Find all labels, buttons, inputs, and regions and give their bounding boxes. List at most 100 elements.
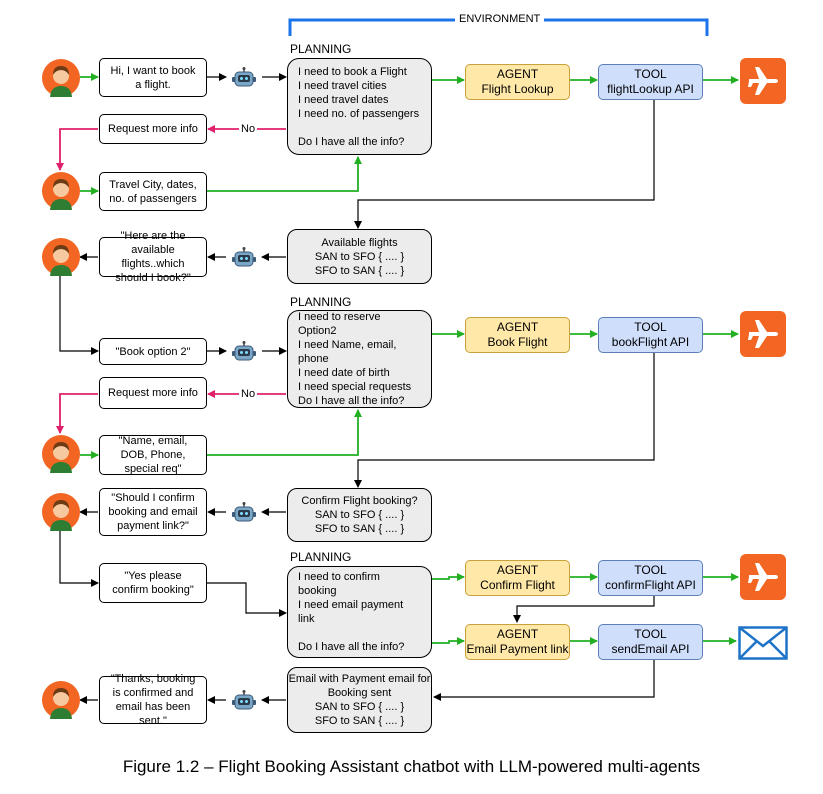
arrow-planning3-to-agent4 — [432, 637, 465, 645]
arrow-planning3-to-agent3 — [432, 573, 465, 581]
info-2-line: Confirm Flight booking? — [301, 495, 418, 507]
environment-label: ENVIRONMENT — [455, 13, 545, 25]
planning-box-1: I need to book a Flight I need travel ci… — [287, 58, 432, 155]
arrow-msg2-to-planning1 — [206, 156, 362, 192]
info-box-3: Email with Payment email for Booking sen… — [287, 667, 432, 733]
planning-1-line: I need no. of passengers — [298, 107, 420, 120]
arrow-user5-to-msg5 — [59, 531, 99, 587]
tool-label: TOOL — [634, 67, 667, 81]
planning-2-line: I need date of birth — [298, 367, 390, 379]
tool-confirm-flight-api: TOOL confirmFlight API — [598, 560, 703, 596]
robot-icon — [232, 67, 256, 87]
tool-name: flightLookup API — [607, 82, 694, 96]
tool-book-flight-api: TOOL bookFlight API — [598, 317, 703, 353]
no-label-2: No — [239, 388, 258, 400]
user-message-5-text: "Yes please confirm booking" — [112, 570, 194, 596]
arrow-tool4-to-info3 — [433, 658, 655, 701]
planning-label-2: PLANNING — [290, 295, 352, 309]
info-3-line: Email with Payment email for — [288, 673, 431, 685]
planning-3-line: I need email payment link — [298, 599, 404, 625]
planning-label-3: PLANNING — [290, 550, 352, 564]
airplane-icon — [740, 554, 786, 600]
tool-send-email-api: TOOL sendEmail API — [598, 624, 703, 660]
robot-icon — [232, 690, 256, 710]
info-2-line: SFO to SAN { .... } — [314, 523, 405, 535]
tool-name: bookFlight API — [611, 335, 690, 349]
agent-name: Book Flight — [487, 335, 548, 349]
agent-name: Confirm Flight — [480, 578, 555, 592]
email-icon — [738, 626, 788, 660]
info-box-2: Confirm Flight booking? SAN to SFO { ...… — [287, 488, 432, 542]
info-3-line: SAN to SFO { .... } — [314, 701, 405, 713]
arrow-tool3-to-agent4 — [513, 594, 655, 623]
user-avatar-icon — [42, 435, 80, 473]
user-message-1-text: Hi, I want to book a flight. — [110, 64, 196, 91]
info-box-1: Available flights SAN to SFO { .... } SF… — [287, 229, 432, 284]
planning-1-question: Do I have all the info? — [298, 135, 405, 148]
tool-label: TOOL — [634, 563, 667, 577]
airplane-icon — [740, 311, 786, 357]
arrow-user3-to-msg3 — [59, 276, 99, 355]
agent-label: AGENT — [496, 627, 539, 641]
bot-message-1: "Here are the available flights..which s… — [99, 230, 207, 284]
tool-name: sendEmail API — [611, 642, 690, 656]
planning-2-line: I need special requests — [298, 381, 412, 393]
planning-1-line: I need travel cities — [298, 79, 387, 92]
bot-message-3-text: "Thanks, booking is confirmed and email … — [110, 673, 196, 727]
planning-2-line: I need to reserve Option2 — [298, 311, 381, 337]
request-more-info-2-text: Request more info — [108, 387, 198, 399]
agent-flight-lookup: AGENT Flight Lookup — [465, 64, 570, 100]
airplane-icon — [740, 58, 786, 104]
arrow-tool2-to-info2 — [354, 351, 655, 488]
bot-message-2-text: "Should I confirm booking and email paym… — [108, 492, 198, 532]
agent-email-payment-link: AGENT Email Payment link — [465, 624, 570, 660]
agent-label: AGENT — [496, 563, 539, 577]
agent-name: Email Payment link — [466, 642, 569, 656]
info-3-line: SFO to SAN { .... } — [314, 715, 405, 727]
request-more-info-1-text: Request more info — [108, 123, 198, 135]
info-3-line: Booking sent — [327, 687, 392, 699]
planning-1-line: I need travel dates — [298, 93, 389, 106]
tool-label: TOOL — [634, 320, 667, 334]
user-avatar-icon — [42, 493, 80, 531]
planning-label-1: PLANNING — [290, 42, 352, 56]
user-message-5: "Yes please confirm booking" — [99, 563, 207, 603]
arrow-request2-to-user4 — [56, 393, 98, 434]
arrow-msg4-to-planning2 — [206, 409, 362, 456]
robot-icon — [232, 502, 256, 522]
bot-message-1-text: "Here are the available flights..which s… — [115, 230, 191, 284]
info-1-line: SAN to SFO { .... } — [314, 250, 405, 263]
planning-1-line: I need to book a Flight — [298, 65, 407, 78]
bot-message-2: "Should I confirm booking and email paym… — [99, 488, 207, 536]
user-message-3-text: "Book option 2" — [115, 345, 191, 358]
info-1-line: Available flights — [321, 236, 398, 249]
user-message-4: "Name, email, DOB, Phone, special req" — [99, 435, 207, 475]
agent-book-flight: AGENT Book Flight — [465, 317, 570, 353]
agent-confirm-flight: AGENT Confirm Flight — [465, 560, 570, 596]
user-message-4-text: "Name, email, DOB, Phone, special req" — [118, 435, 188, 475]
info-1-line: SFO to SAN { .... } — [314, 264, 405, 277]
planning-2-question: Do I have all the info? — [298, 395, 405, 407]
user-avatar-icon — [42, 238, 80, 276]
bot-message-3: "Thanks, booking is confirmed and email … — [99, 673, 207, 727]
no-label-1: No — [239, 123, 258, 135]
request-more-info-1: Request more info — [99, 114, 207, 144]
arrow-tool1-to-info1 — [354, 97, 655, 229]
figure-caption: Figure 1.2 – Flight Booking Assistant ch… — [122, 757, 701, 776]
planning-box-3: I need to confirm booking I need email p… — [287, 566, 432, 658]
info-2-line: SAN to SFO { .... } — [314, 509, 405, 521]
tool-label: TOOL — [634, 627, 667, 641]
planning-3-line: I need to confirm booking — [298, 571, 380, 597]
robot-icon — [232, 341, 256, 361]
agent-label: AGENT — [496, 320, 539, 334]
robot-icon — [232, 247, 256, 267]
planning-box-2: I need to reserve Option2 I need Name, e… — [287, 310, 432, 408]
planning-3-question: Do I have all the info? — [298, 641, 405, 653]
user-message-3: "Book option 2" — [99, 338, 207, 365]
user-avatar-icon — [42, 681, 80, 719]
request-more-info-2: Request more info — [99, 377, 207, 409]
tool-flight-lookup-api: TOOL flightLookup API — [598, 64, 703, 100]
agent-name: Flight Lookup — [481, 82, 554, 96]
agent-label: AGENT — [496, 67, 539, 81]
